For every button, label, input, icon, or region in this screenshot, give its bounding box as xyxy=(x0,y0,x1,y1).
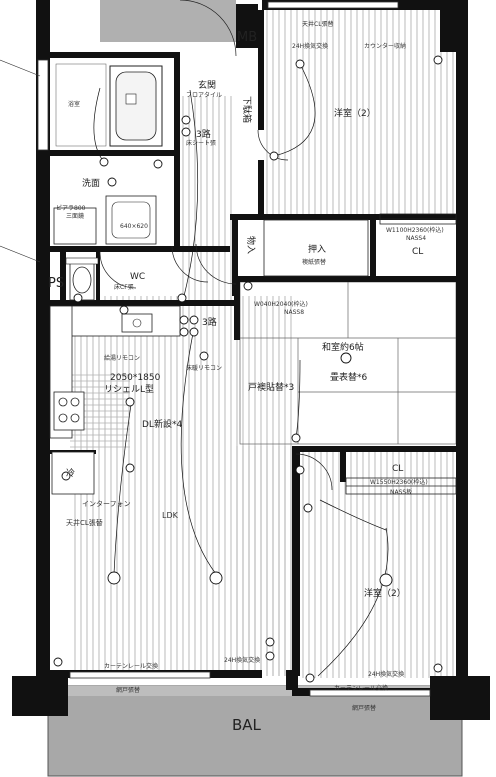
note-kitchen-remote: 給湯リモコン xyxy=(104,354,140,362)
note-curtain-ldk: カーテンレール交換 xyxy=(104,662,158,670)
door-swings xyxy=(99,0,333,491)
note-screen-door-ldk: 網戸張替 xyxy=(116,686,140,694)
note-circuit-3: 3路 xyxy=(196,128,211,140)
note-ceiling-cloth-top: 天井CL張替 xyxy=(302,20,334,28)
note-ventilation-top: 24H換気交換 xyxy=(292,42,328,50)
note-ceiling-cloth-ldk: 天井CL張替 xyxy=(66,518,103,527)
note-circuit-3b: 3路 xyxy=(202,316,217,328)
washitsu-label: 和室約6帖 xyxy=(322,341,364,353)
fixtures xyxy=(53,55,443,683)
note-wc-floor: 床CF張 xyxy=(114,283,134,291)
storage-label: 物入 xyxy=(245,236,257,254)
ps-label: PS xyxy=(48,276,64,291)
mb-label: MB xyxy=(237,30,257,45)
note-sink-size: 640×620 xyxy=(120,223,148,230)
note-dl-new: DL新設*4 xyxy=(142,418,182,430)
oshiire-label: 押入 xyxy=(308,243,326,255)
wiring xyxy=(93,63,389,677)
note-washing-machine: 三面鏡 xyxy=(66,212,84,220)
leader-lines xyxy=(0,59,41,263)
note-curtain-bottom: カーテンレール交換 xyxy=(334,684,388,692)
note-closet-nass-top: NASS4 xyxy=(406,235,426,242)
note-fusuma: 襖紙張替 xyxy=(302,258,326,266)
note-floor-sheet: 床シート張 xyxy=(186,139,216,147)
western-top-label: 洋室（2） xyxy=(334,107,376,119)
note-kitchen-type: リシェルL型 xyxy=(104,384,154,395)
entrance-label: 玄関 xyxy=(198,79,216,91)
interior-walls xyxy=(50,10,464,676)
note-closet-spec-bottom: W1550H2360(枠込) xyxy=(370,478,428,486)
wc-label: WC xyxy=(130,272,145,282)
balcony-area xyxy=(47,685,463,777)
hall-floor xyxy=(180,96,236,296)
washroom-label: 洗面 xyxy=(82,177,100,189)
washing-machine xyxy=(105,195,157,245)
note-closet-nass-bottom: NASS板 xyxy=(390,488,412,496)
windows xyxy=(37,1,431,697)
note-oshiire-nass: NASS8 xyxy=(284,309,304,316)
closet-doors xyxy=(263,213,457,495)
note-counter-storage: カウンター収納 xyxy=(364,42,406,50)
closet-bottom-label: CL xyxy=(392,464,403,474)
shoe-box-label: 下駄箱 xyxy=(241,96,253,123)
ldk-label: LDK xyxy=(162,511,179,520)
note-ventilation-bottom: 24H換気交換 xyxy=(368,670,404,678)
fridge-space xyxy=(51,451,95,495)
entrance-floor-label: フロアタイル xyxy=(186,91,222,99)
western-top-floor xyxy=(262,10,458,214)
note-wc-spec: ピアラ800 xyxy=(56,205,86,212)
note-oshiire-spec: W040H2040(枠込) xyxy=(254,300,308,308)
note-closet-spec-top: W1100H2360(枠込) xyxy=(386,226,444,234)
note-floor-remote: 床暖リモコン xyxy=(186,364,222,372)
note-kitchen-size: 2050*1850 xyxy=(110,373,161,383)
closet-top-label: CL xyxy=(412,247,423,257)
bath-floor xyxy=(55,63,107,147)
bathtub xyxy=(109,65,163,147)
note-door-repl: 戸襖貼替*3 xyxy=(248,381,294,393)
note-fridge: 冷 xyxy=(66,467,75,479)
corridor-void xyxy=(100,0,236,42)
note-screen-door-bottom: 網戸張替 xyxy=(352,704,376,712)
note-tatami: 畳表替*6 xyxy=(330,371,368,383)
note-ventilation-ldk: 24H換気交換 xyxy=(224,656,260,664)
washstand xyxy=(53,207,97,245)
western-bottom-label: 洋室（2） xyxy=(364,587,406,599)
balcony-label: BAL xyxy=(232,716,262,734)
note-intercom: インターフォン xyxy=(82,499,131,508)
ldk-lower-floor xyxy=(236,446,292,676)
western-bottom-floor xyxy=(300,450,460,678)
bathroom-label: 浴室 xyxy=(68,100,80,108)
toilet xyxy=(65,257,99,301)
